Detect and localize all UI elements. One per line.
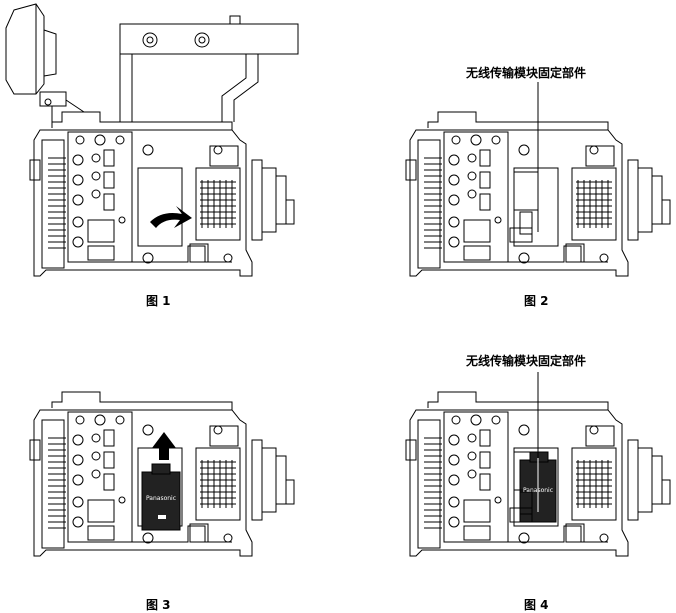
- rotate-arrow-icon: [150, 206, 192, 228]
- up-arrow-icon: [152, 432, 176, 460]
- figure-1: [5, 3, 299, 277]
- caption-figure-2: 图 2: [524, 294, 549, 308]
- module-brand-4: Panasonic: [523, 487, 553, 494]
- module-brand-3: Panasonic: [146, 495, 176, 502]
- caption-figure-4: 图 4: [524, 598, 549, 612]
- figure-4: [405, 372, 671, 557]
- wireless-module: [141, 463, 181, 531]
- callout-label-figure-2: 无线传输模块固定部件: [466, 66, 587, 80]
- figure-3: [29, 391, 295, 557]
- figure-2: [405, 82, 671, 277]
- caption-figure-1: 图 1: [146, 294, 171, 308]
- callout-label-figure-4: 无线传输模块固定部件: [466, 354, 587, 368]
- caption-figure-3: 图 3: [146, 598, 171, 612]
